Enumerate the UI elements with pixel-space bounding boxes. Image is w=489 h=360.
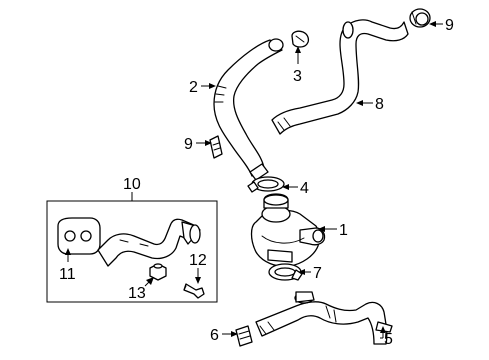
callout-9-left: 9 (184, 136, 193, 153)
leader-lines (65, 21, 443, 339)
hose-bracket-left (209, 135, 223, 159)
hose-clamp-lower (268, 263, 303, 281)
callout-13: 13 (128, 285, 146, 302)
callout-9-top-right: 9 (445, 17, 454, 34)
nut (149, 263, 167, 281)
callout-10: 10 (123, 176, 141, 193)
callout-5: 5 (384, 331, 393, 348)
hose-clamp-top-right (409, 8, 431, 28)
callout-12: 12 (189, 252, 207, 269)
coolant-pipe (97, 218, 201, 267)
callout-2: 2 (189, 79, 198, 96)
callout-8: 8 (375, 96, 384, 113)
radiator-hose (271, 19, 409, 135)
callout-7: 7 (313, 265, 322, 282)
gasket (57, 217, 101, 255)
hose-clamp-upper (247, 176, 285, 193)
callout-4: 4 (300, 180, 309, 197)
callout-3: 3 (293, 68, 302, 85)
hose-bracket-bottom (235, 325, 253, 347)
lower-coolant-hose (255, 291, 393, 345)
hose-clamp-small (291, 30, 310, 48)
callout-labels: 1 2 3 4 5 6 7 8 9 9 10 11 12 13 (59, 17, 454, 348)
callout-11: 11 (59, 266, 76, 283)
water-pump (250, 193, 326, 268)
callout-6: 6 (210, 327, 219, 344)
bolt (183, 283, 205, 299)
callout-1: 1 (339, 222, 348, 239)
upper-coolant-hose (213, 38, 284, 181)
